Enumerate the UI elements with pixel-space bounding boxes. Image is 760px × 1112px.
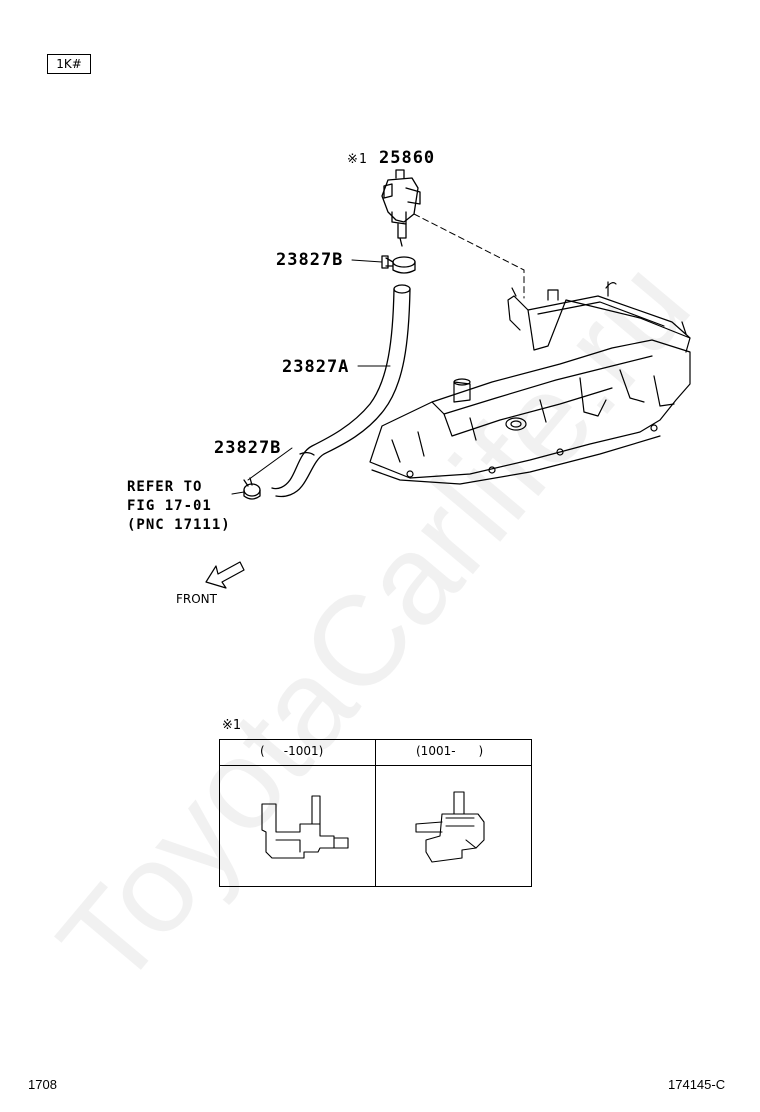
lower-hose-clamp-part[interactable] xyxy=(243,477,261,500)
variant-late-range: (1001- ) xyxy=(416,744,484,758)
upper-hose-clamp-part[interactable] xyxy=(381,255,416,274)
front-arrow-icon xyxy=(205,561,245,589)
fuel-hose-part[interactable] xyxy=(271,284,411,498)
front-direction-label: FRONT xyxy=(176,592,217,606)
note-mark: ※1 xyxy=(347,152,368,167)
valve-variants-table: ( -1001) (1001- ) xyxy=(219,739,532,887)
mounting-guide-dashed-line xyxy=(413,213,525,299)
vacuum-valve-part[interactable] xyxy=(381,169,421,247)
engine-cover-assembly xyxy=(369,281,691,485)
valve-variant-late-illustration xyxy=(415,791,485,863)
variant-early-range: ( -1001) xyxy=(260,744,324,758)
hose-part-number[interactable]: 23827A xyxy=(282,357,350,377)
valve-variant-early-illustration xyxy=(261,795,349,859)
figure-reference-note[interactable]: REFER TO FIG 17-01 (PNC 17111) xyxy=(127,479,231,533)
leader-lines xyxy=(231,259,391,495)
upper-clamp-part-number[interactable]: 23827B xyxy=(276,250,344,270)
valve-callout[interactable]: ※1 25860 xyxy=(347,148,435,168)
page-number: 1708 xyxy=(28,1077,57,1092)
valve-part-number: 25860 xyxy=(378,148,436,168)
table-header-divider xyxy=(220,765,531,767)
engine-code-box: 1K# xyxy=(47,54,91,74)
table-column-divider xyxy=(375,740,377,886)
variants-note-mark: ※1 xyxy=(222,718,242,733)
figure-code: 174145-C xyxy=(668,1077,726,1092)
lower-clamp-part-number[interactable]: 23827B xyxy=(214,438,282,458)
